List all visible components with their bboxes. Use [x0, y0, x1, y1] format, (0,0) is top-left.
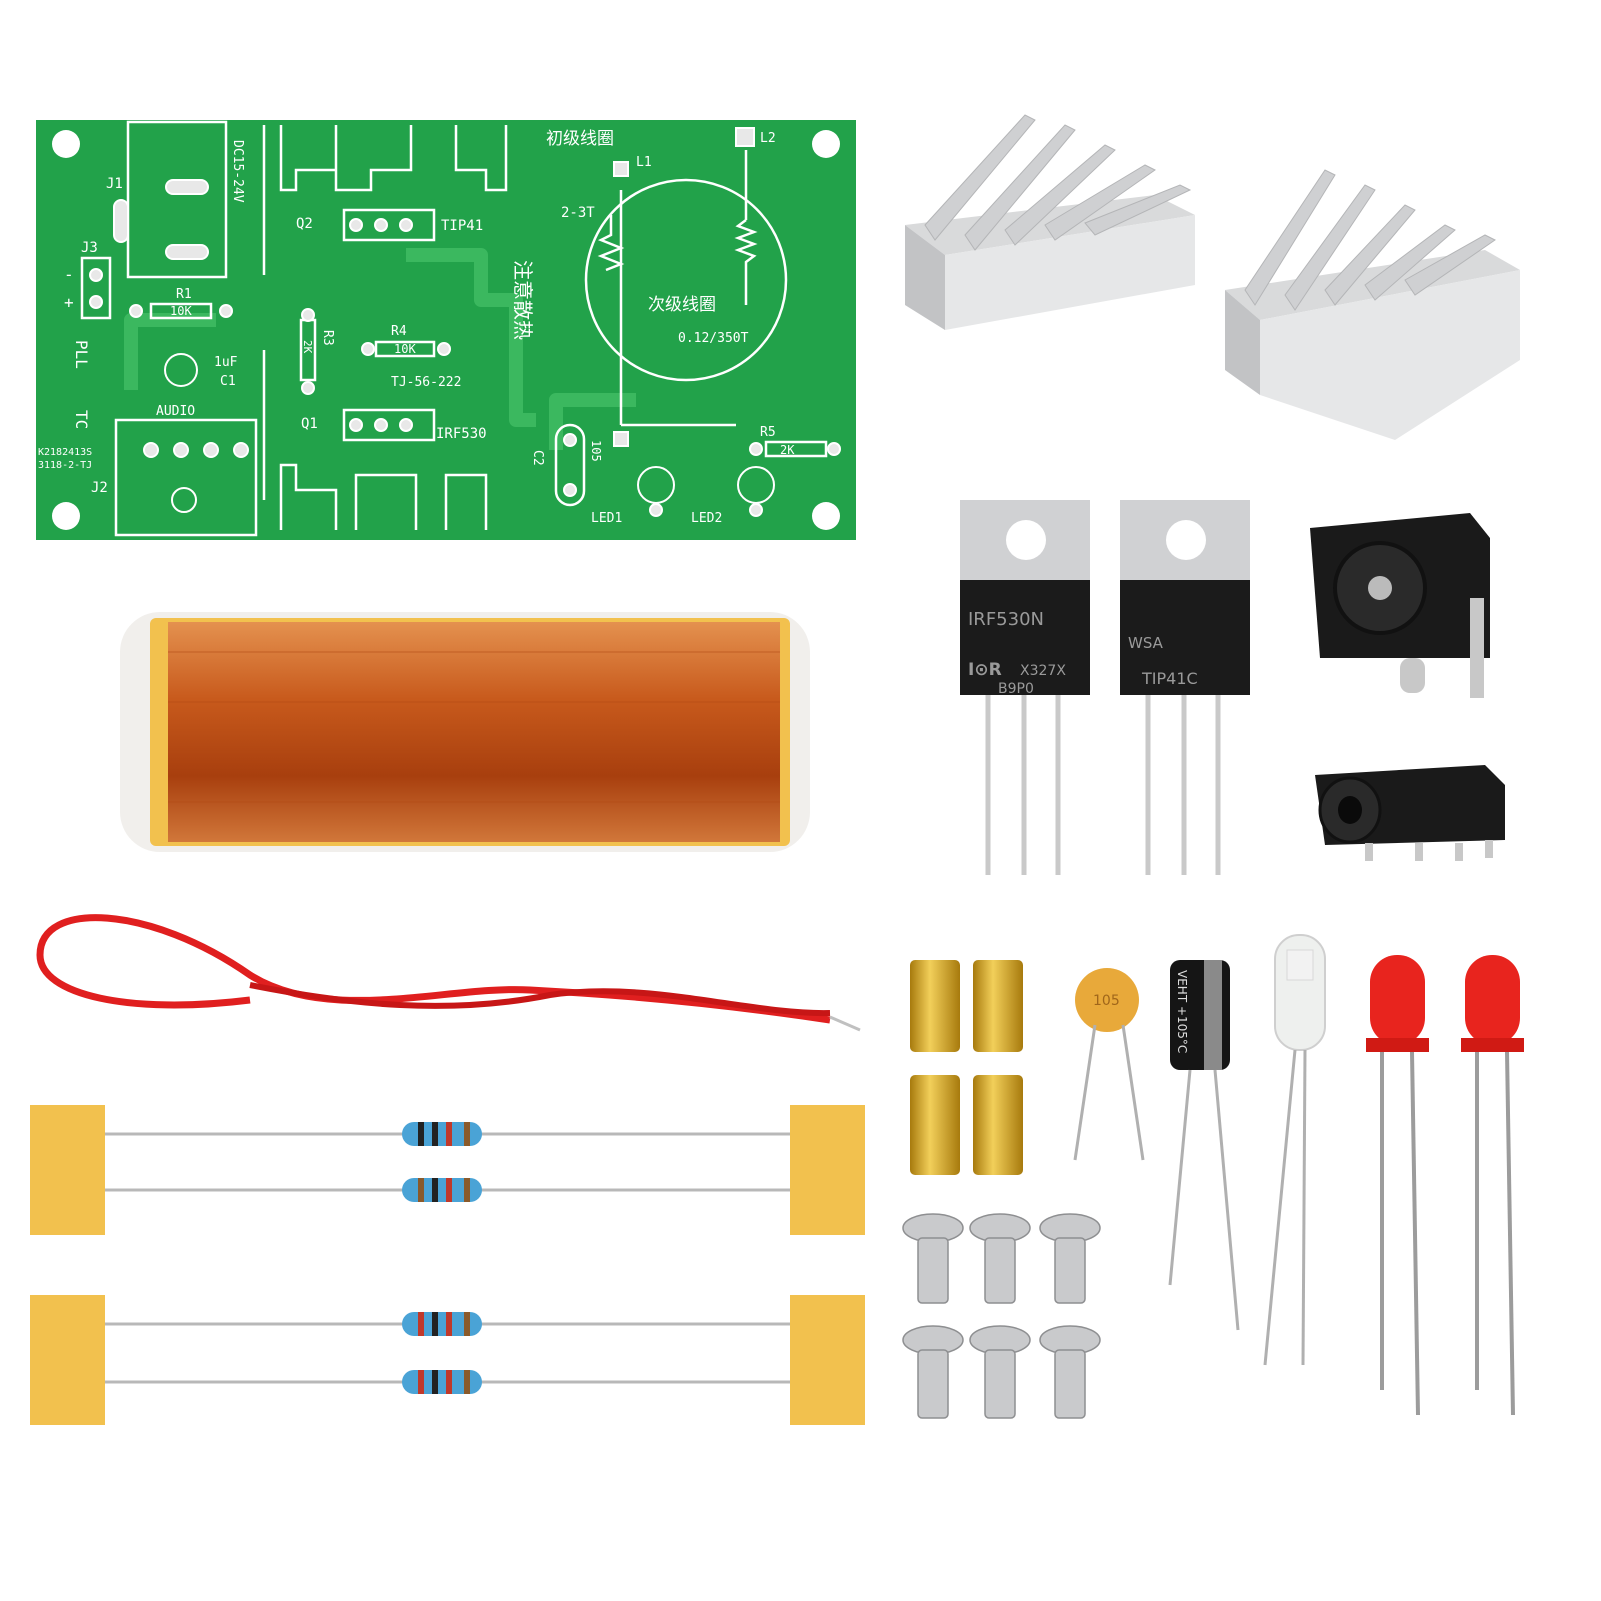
resistor-strip-bottom	[30, 1295, 865, 1425]
r4-value: 10K	[394, 342, 416, 356]
tip41-label: TIP41	[441, 218, 483, 234]
heat-sink-left	[905, 114, 1195, 330]
r4-label: R4	[391, 324, 407, 339]
brass-standoffs	[910, 960, 1023, 1175]
led1-label: LED1	[591, 511, 622, 526]
heat-warning: 注意散热	[511, 260, 535, 340]
c1-label: C1	[220, 374, 236, 389]
electrolytic-capacitor-text: VEHT +105°C	[1175, 970, 1189, 1053]
mosfet-part-label: IRF530N	[968, 609, 1044, 630]
electrolytic-capacitor: VEHT +105°C	[1168, 960, 1240, 1331]
q1-label: Q1	[301, 416, 318, 432]
resistor-body	[402, 1178, 482, 1202]
red-wire	[36, 914, 861, 1032]
l2-label: L2	[760, 131, 776, 146]
led2-label: LED2	[691, 511, 722, 526]
j2-label: J2	[91, 480, 108, 496]
wire-spec-label: 0.12/350T	[678, 331, 749, 346]
l1-label: L1	[636, 155, 652, 170]
mounting-hole-icon	[52, 502, 80, 530]
heat-sink-right	[1225, 169, 1520, 440]
ceramic-capacitor-value: 105	[1093, 993, 1120, 1009]
bjt-part-label: TIP41C	[1141, 669, 1198, 688]
r3-value: 2K	[301, 340, 314, 354]
power-input-label: DC15-24V	[230, 140, 245, 203]
r1-label: R1	[176, 287, 192, 302]
secondary-coil-label: 次级线圈	[648, 295, 716, 315]
mosfet-irf530n: IRF530N I⊙R X327X B9P0	[960, 500, 1090, 875]
j1-label: J1	[106, 176, 123, 192]
pll-label: PLL	[72, 340, 91, 369]
bjt-brand-label: WSA	[1128, 634, 1164, 652]
bjt-tip41c: WSA TIP41C	[1120, 500, 1250, 875]
r5-value: 2K	[780, 443, 795, 457]
audio-jack	[1315, 765, 1505, 861]
ceramic-capacitor: 105	[1073, 968, 1145, 1161]
c1-value: 1uF	[214, 355, 238, 370]
mosfet-lot-label: B9P0	[998, 681, 1034, 697]
plus-label: +	[64, 293, 74, 312]
r3-label: R3	[320, 330, 335, 346]
q2-label: Q2	[296, 216, 313, 232]
dc-power-jack	[1310, 513, 1490, 698]
mounting-hole-icon	[52, 130, 80, 158]
board-id: TJ-56-222	[391, 375, 461, 390]
tc-label: TC	[72, 410, 91, 429]
mounting-hole-icon	[812, 502, 840, 530]
mosfet-logo: I⊙R	[968, 660, 1002, 680]
c2-label: C2	[530, 450, 545, 466]
board-code-1: K2182413S	[38, 447, 92, 458]
screws	[902, 1213, 1101, 1419]
resistor-body	[402, 1122, 482, 1146]
secondary-coil	[120, 612, 810, 852]
mosfet-code-label: X327X	[1020, 663, 1066, 679]
mounting-hole-icon	[812, 130, 840, 158]
resistor-body	[402, 1312, 482, 1336]
neon-bulb	[1263, 934, 1326, 1366]
minus-label: -	[64, 265, 74, 284]
irf530-label: IRF530	[436, 426, 487, 442]
r1-value: 10K	[170, 304, 192, 318]
red-led-1	[1366, 955, 1429, 1416]
primary-coil-label: 初级线圈	[546, 129, 614, 149]
j3-label: J3	[81, 240, 98, 256]
pcb-board: DC15-24V J1 J3 - + R1 10K Q2 TIP41 PLL T…	[36, 120, 856, 540]
board-code-2: 3118-2-TJ	[38, 460, 92, 471]
turns-label: 2-3T	[561, 205, 595, 221]
red-led-2	[1461, 955, 1524, 1416]
c2-value: 105	[589, 440, 603, 462]
resistor-body	[402, 1370, 482, 1394]
r5-label: R5	[760, 425, 776, 440]
audio-label: AUDIO	[156, 404, 195, 419]
resistor-strip-top	[30, 1105, 865, 1235]
